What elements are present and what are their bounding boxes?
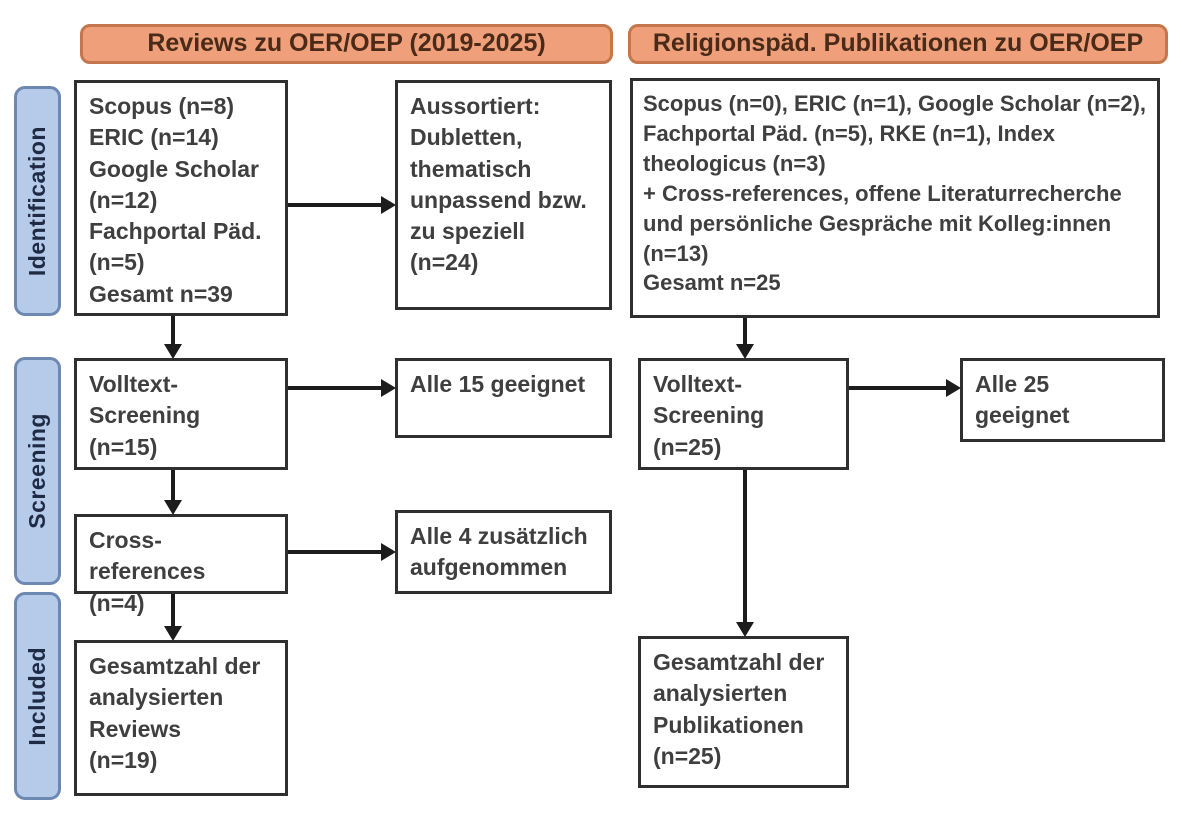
arrow-line [288, 550, 385, 554]
box-right-sources: Scopus (n=0), ERIC (n=1), Google Scholar… [630, 78, 1160, 318]
box-left-added: Alle 4 zusätzlich aufgenommen [395, 510, 612, 594]
arrow-line [171, 316, 175, 348]
arrow-head-down-icon [164, 626, 182, 641]
arrow-head-down-icon [164, 344, 182, 359]
arrow-line [171, 594, 175, 630]
box-right-total-included: Gesamtzahl der analysierten Publikatione… [638, 636, 849, 788]
box-left-crossreferences: Cross-references (n=4) [74, 514, 288, 616]
arrow-line [288, 386, 385, 390]
arrow-head-right-icon [946, 379, 961, 397]
column-header-religionspaed: Religionspäd. Publikationen zu OER/OEP [628, 24, 1168, 64]
box-left-total-included: Gesamtzahl der analysierten Reviews (n=1… [74, 640, 288, 796]
stage-label-identification-text: Identification [24, 125, 50, 277]
arrow-head-down-icon [736, 622, 754, 637]
arrow-head-right-icon [381, 379, 396, 397]
arrow-line [743, 470, 747, 626]
stage-label-included: Included [14, 592, 61, 800]
arrow-line [288, 203, 385, 207]
arrow-head-down-icon [736, 344, 754, 359]
box-left-sources: Scopus (n=8) ERIC (n=14) Google Scholar … [74, 80, 288, 316]
stage-label-screening: Screening [14, 357, 61, 585]
box-left-eligible: Alle 15 geeignet [395, 358, 612, 438]
arrow-line [743, 318, 747, 348]
box-left-excluded: Aussortiert: Dubletten, thematisch unpas… [395, 80, 612, 310]
arrow-line [171, 470, 175, 504]
box-right-eligible: Alle 25 geeignet [960, 358, 1165, 442]
stage-label-identification: Identification [14, 86, 61, 316]
arrow-line [849, 386, 950, 390]
box-right-fulltext-screening: Volltext- Screening (n=25) [638, 358, 849, 470]
stage-label-included-text: Included [24, 646, 50, 746]
arrow-head-right-icon [381, 196, 396, 214]
column-header-reviews: Reviews zu OER/OEP (2019-2025) [80, 24, 613, 64]
box-left-fulltext-screening: Volltext- Screening (n=15) [74, 358, 288, 470]
arrow-head-right-icon [381, 543, 396, 561]
stage-label-screening-text: Screening [24, 413, 50, 529]
arrow-head-down-icon [164, 500, 182, 515]
